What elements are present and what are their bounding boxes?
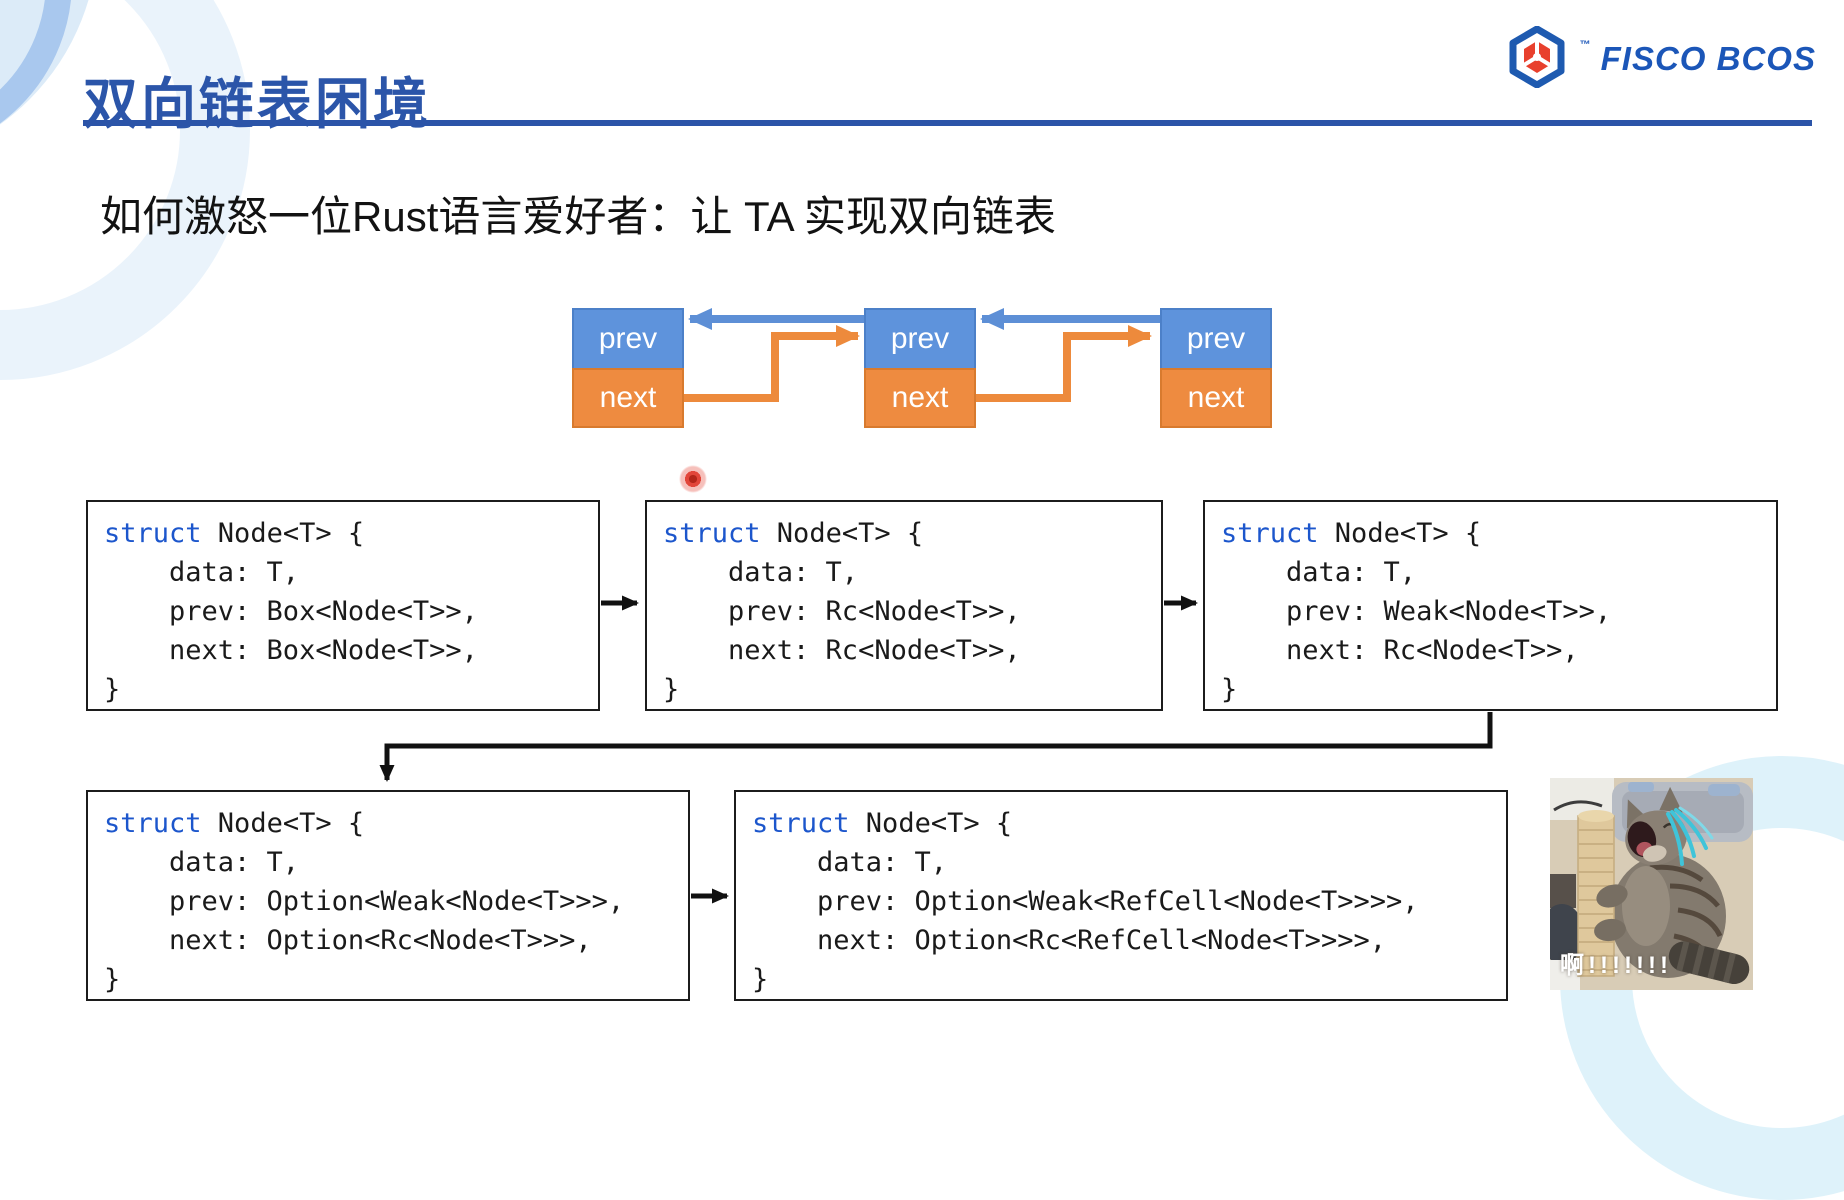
next-arrow-node2-to-node3	[976, 325, 1152, 402]
hexagon-cube-icon	[1509, 26, 1565, 88]
code-line: next: Box<Node<T>>,	[104, 635, 478, 666]
node-next-cell: next	[572, 368, 684, 428]
code-line: next: Rc<Node<T>>,	[663, 635, 1021, 666]
code-line: }	[104, 964, 121, 995]
code-line: next: Rc<Node<T>>,	[1221, 635, 1579, 666]
keyword-struct: struct	[663, 518, 761, 549]
meme-caption: 啊!!!!!!!	[1560, 952, 1672, 979]
arrow-box3-to-box4	[379, 712, 1493, 782]
code-line: }	[1221, 674, 1238, 705]
code-line: next: Option<Rc<RefCell<Node<T>>>>,	[752, 925, 1386, 956]
laser-pointer-dot	[679, 465, 707, 493]
node-next-cell: next	[864, 368, 976, 428]
code-line: data: T,	[1221, 557, 1417, 588]
list-node-2: prev next	[864, 308, 976, 428]
logo-brand-text: FISCO BCOS	[1600, 40, 1816, 77]
code-box-rc-pointer: struct Node<T> { data: T, prev: Rc<Node<…	[645, 500, 1163, 711]
corner-decoration-top-left-arc	[0, 0, 72, 158]
logo-trademark: ™	[1579, 39, 1591, 51]
title-underline	[83, 120, 1812, 126]
code-line: prev: Option<Weak<RefCell<Node<T>>>>,	[752, 886, 1419, 917]
list-node-1: prev next	[572, 308, 684, 428]
code-line: struct Node<T> {	[104, 808, 365, 839]
code-line: data: T,	[104, 847, 300, 878]
code-box-box-pointer: struct Node<T> { data: T, prev: Box<Node…	[86, 500, 600, 711]
code-line: data: T,	[663, 557, 859, 588]
keyword-struct: struct	[104, 808, 202, 839]
code-line: prev: Weak<Node<T>>,	[1221, 596, 1612, 627]
node-prev-cell: prev	[864, 308, 976, 368]
code-line: prev: Rc<Node<T>>,	[663, 596, 1021, 627]
fisco-bcos-logo: ™ FISCO BCOS	[1508, 26, 1816, 88]
node-prev-cell: prev	[1160, 308, 1272, 368]
cat-meme-illustration	[1550, 778, 1753, 990]
code-line: }	[104, 674, 121, 705]
cat-meme-image: 啊!!!!!!!	[1550, 778, 1753, 990]
code-line: struct Node<T> {	[663, 518, 924, 549]
code-line: struct Node<T> {	[104, 518, 365, 549]
code-line: data: T,	[752, 847, 948, 878]
slide-subtitle: 如何激怒一位Rust语言爱好者：让 TA 实现双向链表	[100, 193, 1056, 240]
page-title: 双向链表困境	[83, 72, 432, 135]
code-line: }	[663, 674, 680, 705]
list-node-3: prev next	[1160, 308, 1272, 428]
keyword-struct: struct	[104, 518, 202, 549]
keyword-struct: struct	[752, 808, 850, 839]
code-box-weak-rc: struct Node<T> { data: T, prev: Weak<Nod…	[1203, 500, 1778, 711]
code-line: }	[752, 964, 769, 995]
code-line: struct Node<T> {	[1221, 518, 1482, 549]
code-line: struct Node<T> {	[752, 808, 1013, 839]
code-line: prev: Option<Weak<Node<T>>>,	[104, 886, 625, 917]
next-arrow-node1-to-node2	[684, 325, 860, 402]
code-line: next: Option<Rc<Node<T>>>,	[104, 925, 592, 956]
keyword-struct: struct	[1221, 518, 1319, 549]
code-box-option-weak-rc: struct Node<T> { data: T, prev: Option<W…	[86, 790, 690, 1001]
node-next-cell: next	[1160, 368, 1272, 428]
node-prev-cell: prev	[572, 308, 684, 368]
code-box-option-refcell: struct Node<T> { data: T, prev: Option<W…	[734, 790, 1508, 1001]
code-line: prev: Box<Node<T>>,	[104, 596, 478, 627]
code-line: data: T,	[104, 557, 300, 588]
